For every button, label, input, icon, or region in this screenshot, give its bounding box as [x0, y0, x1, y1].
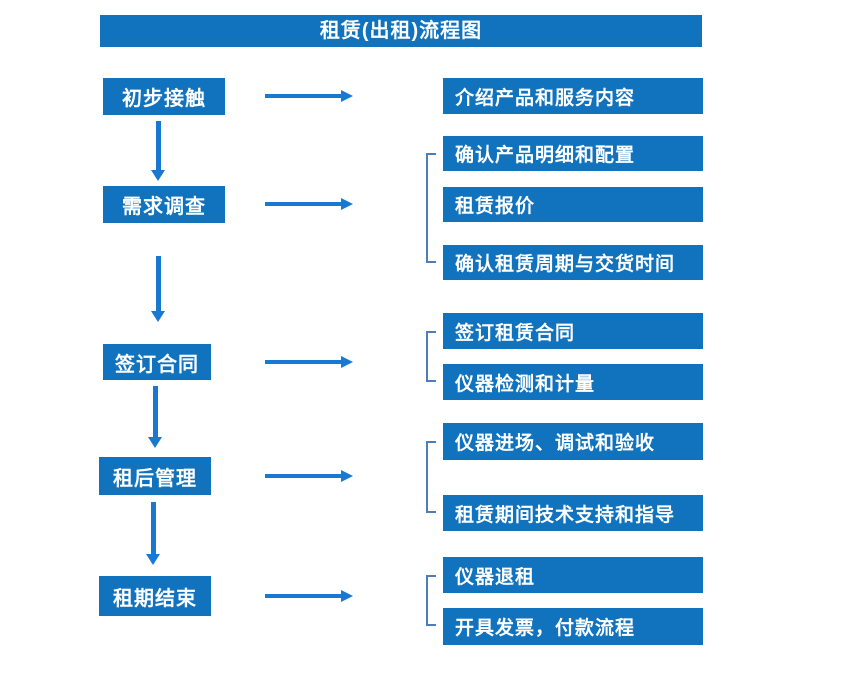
output-box-tech-support: 租赁期间技术支持和指导 — [443, 495, 703, 531]
output-box-confirm-details: 确认产品明细和配置 — [443, 136, 703, 171]
arrow-shaft — [265, 202, 341, 206]
arrow-head — [341, 198, 353, 210]
arrow-right-3-icon — [265, 356, 353, 368]
output-box-sign-rental-contract: 签订租赁合同 — [443, 313, 703, 349]
output-box-invoice-payment: 开具发票，付款流程 — [443, 608, 703, 645]
arrow-shaft — [156, 256, 161, 312]
output-box-introduce-products: 介绍产品和服务内容 — [443, 78, 703, 114]
step-box-sign-contract: 签订合同 — [103, 344, 211, 380]
step-box-demand-survey: 需求调查 — [103, 186, 225, 223]
arrow-head — [341, 90, 353, 102]
bracket-group-demand-survey — [426, 153, 436, 263]
step-box-initial-contact: 初步接触 — [103, 78, 225, 115]
arrow-shaft — [265, 360, 341, 364]
output-box-instrument-testing: 仪器检测和计量 — [443, 364, 703, 400]
step-box-lease-end: 租期结束 — [99, 576, 211, 616]
arrow-head — [148, 437, 162, 448]
output-box-instrument-setup-acceptance: 仪器进场、调试和验收 — [443, 423, 703, 460]
arrow-shaft — [265, 474, 341, 478]
arrow-right-1-icon — [265, 90, 353, 102]
output-box-instrument-return: 仪器退租 — [443, 557, 703, 593]
arrow-head — [341, 470, 353, 482]
arrow-head — [146, 554, 160, 565]
arrow-head — [341, 356, 353, 368]
arrow-head — [151, 170, 165, 181]
arrow-down-3-icon — [148, 386, 163, 448]
bracket-group-post-rental — [426, 441, 436, 513]
bracket-group-lease-end — [426, 575, 436, 626]
arrow-right-2-icon — [265, 198, 353, 210]
arrow-shaft — [265, 594, 341, 598]
arrow-down-2-icon — [151, 256, 166, 322]
arrow-right-5-icon — [265, 590, 353, 602]
flowchart-title: 租赁(出租)流程图 — [100, 15, 702, 47]
step-box-post-rental-management: 租后管理 — [99, 457, 211, 495]
arrow-shaft — [156, 121, 161, 171]
arrow-head — [341, 590, 353, 602]
bracket-group-sign-contract — [426, 331, 436, 382]
arrow-down-4-icon — [146, 502, 161, 565]
arrow-shaft — [153, 386, 158, 438]
arrow-shaft — [265, 94, 341, 98]
arrow-head — [151, 311, 165, 322]
arrow-down-1-icon — [151, 121, 166, 181]
output-box-rental-quote: 租赁报价 — [443, 187, 703, 222]
arrow-right-4-icon — [265, 470, 353, 482]
arrow-shaft — [151, 502, 156, 555]
output-box-confirm-period-delivery: 确认租赁周期与交货时间 — [443, 245, 703, 280]
